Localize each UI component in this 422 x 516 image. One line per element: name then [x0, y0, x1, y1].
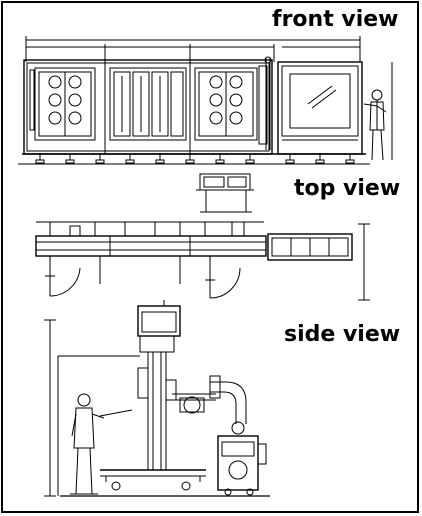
front-view-label: front view [272, 7, 399, 32]
operator-figure-side [70, 393, 105, 495]
front-view-drawing [18, 36, 393, 165]
operator-figure-front [363, 89, 387, 161]
top-view-label: top view [294, 176, 401, 201]
top-view-drawing [35, 173, 370, 301]
side-view-label: side view [284, 322, 401, 347]
side-view-drawing [44, 300, 270, 497]
